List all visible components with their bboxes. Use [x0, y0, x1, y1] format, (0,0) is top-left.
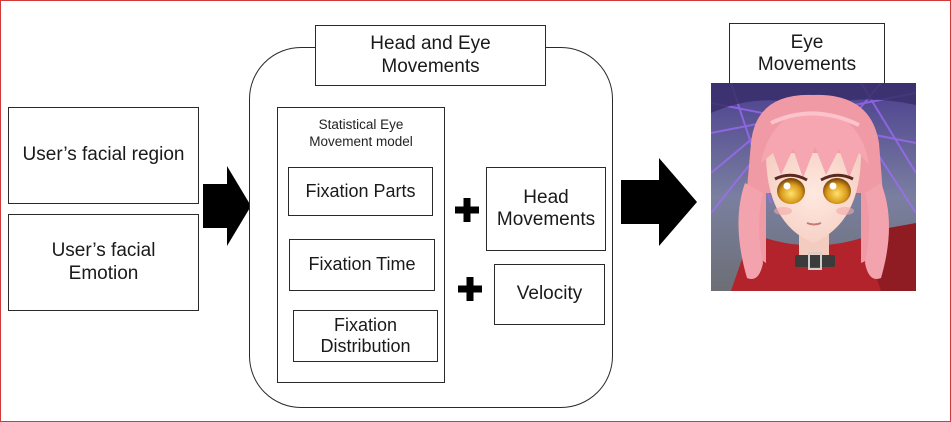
eye-movements-title-line2: Movements: [757, 54, 857, 75]
facial-emotion-box: User’s facial Emotion: [8, 214, 199, 311]
head-movements-line2: Movements: [496, 209, 596, 230]
plus-icon: [455, 198, 479, 222]
statistical-model-caption-line1: Statistical Eye: [318, 117, 404, 132]
fixation-time-label: Fixation Time: [308, 254, 416, 275]
head-eye-title-box: Head and Eye Movements: [315, 25, 546, 86]
fixation-parts-label: Fixation Parts: [305, 180, 416, 201]
eye-movements-title-line1: Eye: [790, 31, 824, 53]
facial-region-box: User’s facial region: [8, 107, 199, 204]
head-movements-line1: Head: [523, 186, 569, 208]
statistical-model-caption-line2: Movement model: [309, 133, 413, 149]
velocity-box: Velocity: [494, 264, 605, 325]
right-arrow-icon: [621, 158, 697, 246]
fixation-parts-box: Fixation Parts: [288, 167, 433, 216]
facial-emotion-label-line2: Emotion: [68, 262, 139, 284]
plus-icon: [458, 277, 482, 301]
fixation-distribution-box: Fixation Distribution: [293, 310, 438, 362]
head-movements-box: Head Movements: [486, 167, 606, 251]
eye-movements-title-box: Eye Movements: [729, 23, 885, 85]
head-eye-title-line2: Movements: [381, 55, 480, 77]
velocity-label: Velocity: [516, 283, 583, 305]
head-eye-title-line1: Head and Eye: [370, 33, 491, 55]
facial-region-label: User’s facial region: [22, 144, 185, 166]
anime-character-avatar: [711, 83, 916, 291]
fixation-time-box: Fixation Time: [289, 239, 435, 291]
fixation-distribution-line1: Fixation: [333, 314, 397, 335]
fixation-distribution-line2: Distribution: [320, 336, 411, 356]
right-arrow-icon: [203, 166, 251, 246]
facial-emotion-label-line1: User’s facial: [51, 240, 156, 262]
statistical-model-caption: Statistical Eye Movement model: [277, 117, 445, 151]
